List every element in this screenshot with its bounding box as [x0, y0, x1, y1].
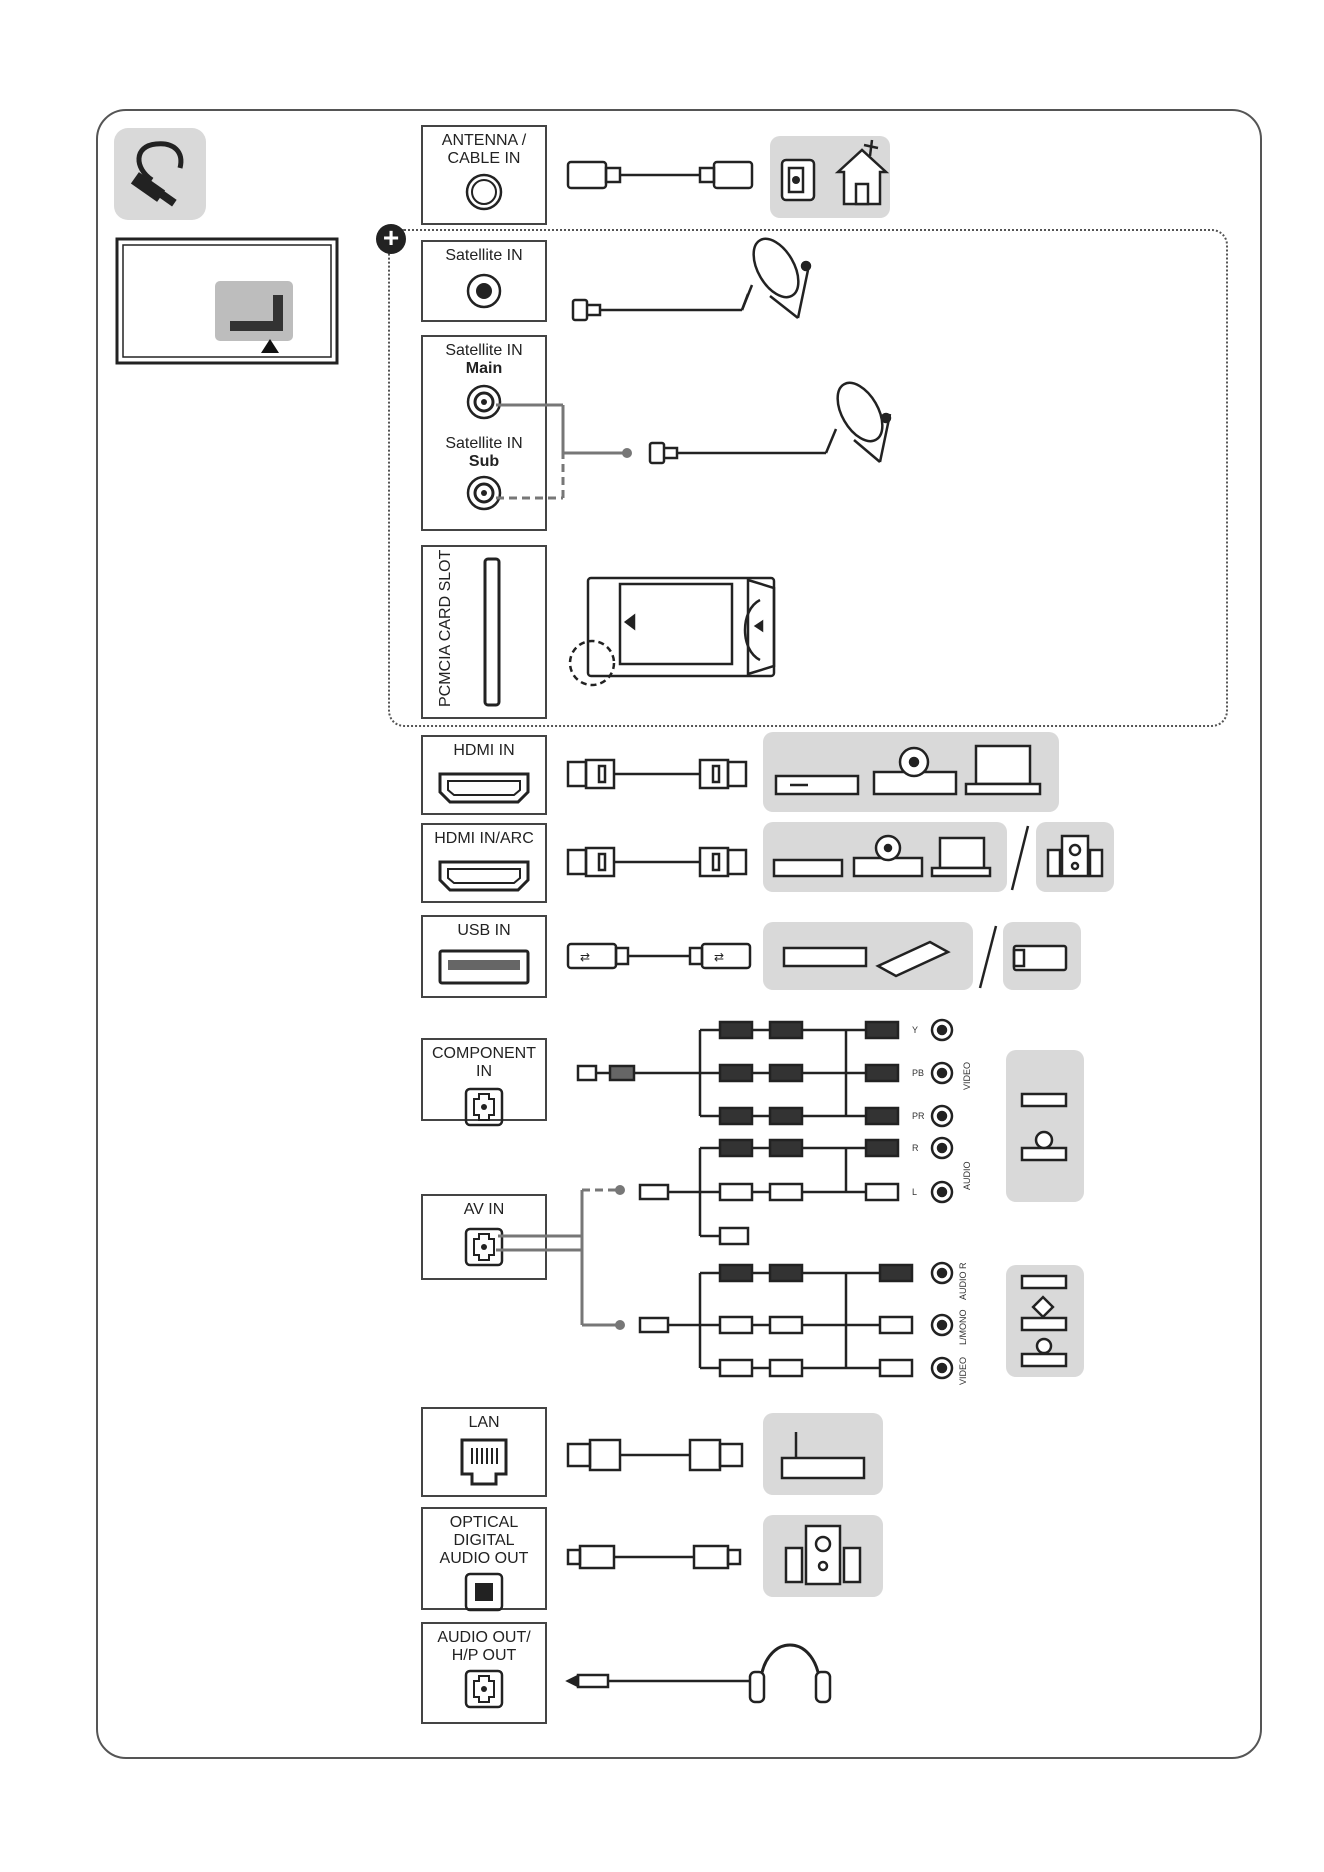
router-device: [763, 1413, 883, 1495]
satellite-dual-cable: [496, 405, 826, 498]
component-pb-label: PB: [912, 1068, 924, 1078]
hdmi-cable: [568, 760, 746, 788]
speaker-system-device: [763, 1515, 883, 1597]
optical-cable: [568, 1546, 740, 1568]
component-cable-bundle: [578, 1020, 952, 1126]
usb-storage-devices: [763, 922, 1081, 990]
component-y-label: Y: [912, 1025, 918, 1035]
usb-cable: ⇄⇄: [568, 944, 750, 968]
satellite-cable: [573, 300, 742, 320]
antenna-cable: [568, 162, 752, 188]
component-video-label: VIDEO: [962, 1062, 972, 1090]
svg-text:⇄: ⇄: [714, 950, 724, 964]
component-source-devices: [1006, 1050, 1084, 1202]
component-audio-cable: [498, 1138, 952, 1378]
headphone-cable: [568, 1675, 752, 1687]
ci-card-module: [570, 578, 774, 685]
hdmi-source-devices: [763, 732, 1059, 812]
antenna-wall-outlet-device: [770, 136, 890, 218]
component-audio-label: AUDIO: [962, 1161, 972, 1190]
hdmi-arc-cable: [568, 848, 746, 876]
component-pr-label: PR: [912, 1111, 925, 1121]
av-source-devices: [1006, 1265, 1084, 1377]
hdmi-arc-devices: [763, 822, 1114, 892]
component-l-label: L: [912, 1187, 917, 1197]
av-l-mono-label: L/MONO: [958, 1309, 968, 1345]
av-audio-r-label: AUDIO R: [958, 1262, 968, 1300]
lan-cable: [568, 1440, 742, 1470]
svg-text:⇄: ⇄: [580, 950, 590, 964]
component-r-label: R: [912, 1143, 919, 1153]
headphones-device: [750, 1645, 830, 1702]
satellite-dish-device: [742, 231, 810, 318]
satellite-dish-device: [826, 375, 892, 462]
av-video-label: VIDEO: [958, 1357, 968, 1385]
